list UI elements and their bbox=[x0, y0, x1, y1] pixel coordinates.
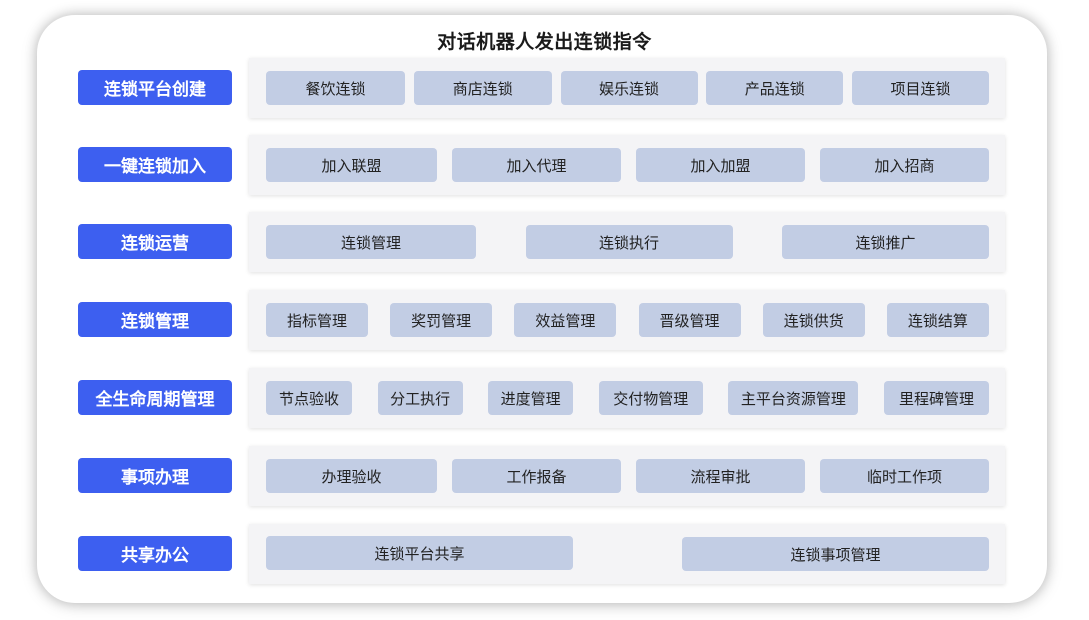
row-affairs: 事项办理 办理验收 工作报备 流程审批 临时工作项 bbox=[0, 446, 1089, 506]
chip[interactable]: 加入招商 bbox=[820, 148, 989, 182]
row-platform-create: 连锁平台创建 餐饮连锁 商店连锁 娱乐连锁 产品连锁 项目连锁 bbox=[0, 58, 1089, 118]
row-items: 餐饮连锁 商店连锁 娱乐连锁 产品连锁 项目连锁 bbox=[266, 71, 989, 105]
chip[interactable]: 产品连锁 bbox=[706, 71, 844, 105]
chip[interactable]: 娱乐连锁 bbox=[560, 71, 698, 105]
row-panel bbox=[249, 290, 1005, 350]
row-label: 事项办理 bbox=[78, 458, 232, 493]
chip[interactable]: 加入加盟 bbox=[636, 148, 805, 182]
chip[interactable]: 加入联盟 bbox=[266, 148, 437, 182]
chip[interactable]: 节点验收 bbox=[266, 381, 352, 415]
chip[interactable]: 指标管理 bbox=[266, 303, 368, 337]
row-label: 全生命周期管理 bbox=[78, 380, 232, 415]
chip[interactable]: 连锁推广 bbox=[782, 225, 989, 259]
chip[interactable]: 交付物管理 bbox=[598, 381, 703, 415]
row-one-click-join: 一键连锁加入 加入联盟 加入代理 加入加盟 加入招商 bbox=[0, 135, 1089, 195]
row-items: 连锁平台共享 连锁事项管理 bbox=[266, 536, 989, 571]
chip[interactable]: 进度管理 bbox=[488, 381, 574, 415]
row-items: 加入联盟 加入代理 加入加盟 加入招商 bbox=[266, 148, 989, 182]
row-label: 一键连锁加入 bbox=[78, 147, 232, 182]
row-management: 连锁管理 指标管理 奖罚管理 效益管理 晋级管理 连锁供货 连锁结算 bbox=[0, 290, 1089, 350]
row-items: 连锁管理 连锁执行 连锁推广 bbox=[266, 225, 989, 259]
chip[interactable]: 连锁平台共享 bbox=[266, 536, 573, 570]
chip[interactable]: 效益管理 bbox=[514, 303, 617, 337]
chip[interactable]: 分工执行 bbox=[377, 381, 463, 415]
chip[interactable]: 工作报备 bbox=[452, 459, 621, 493]
chip[interactable]: 奖罚管理 bbox=[390, 303, 493, 337]
chip[interactable]: 商店连锁 bbox=[413, 71, 552, 105]
row-label: 共享办公 bbox=[78, 536, 232, 571]
chip[interactable]: 连锁管理 bbox=[266, 225, 476, 259]
chip[interactable]: 连锁事项管理 bbox=[682, 537, 989, 571]
chip[interactable]: 主平台资源管理 bbox=[728, 381, 859, 415]
row-label: 连锁运营 bbox=[78, 224, 232, 259]
row-items: 指标管理 奖罚管理 效益管理 晋级管理 连锁供货 连锁结算 bbox=[266, 303, 989, 337]
row-shared-office: 共享办公 连锁平台共享 连锁事项管理 bbox=[0, 524, 1089, 584]
row-items: 办理验收 工作报备 流程审批 临时工作项 bbox=[266, 459, 989, 493]
chip[interactable]: 里程碑管理 bbox=[883, 381, 989, 415]
chip[interactable]: 连锁供货 bbox=[762, 303, 865, 337]
row-label: 连锁管理 bbox=[78, 302, 232, 337]
diagram-title: 对话机器人发出连锁指令 bbox=[437, 31, 652, 53]
row-lifecycle: 全生命周期管理 节点验收 分工执行 进度管理 交付物管理 主平台资源管理 里程碑… bbox=[0, 368, 1089, 428]
chip[interactable]: 办理验收 bbox=[266, 459, 437, 493]
chip[interactable]: 项目连锁 bbox=[852, 71, 989, 105]
row-label: 连锁平台创建 bbox=[78, 70, 232, 105]
chip[interactable]: 流程审批 bbox=[636, 459, 805, 493]
row-operation: 连锁运营 连锁管理 连锁执行 连锁推广 bbox=[0, 212, 1089, 272]
chip[interactable]: 连锁结算 bbox=[886, 303, 989, 337]
chip[interactable]: 晋级管理 bbox=[638, 303, 741, 337]
chip[interactable]: 临时工作项 bbox=[820, 459, 989, 493]
chip[interactable]: 加入代理 bbox=[452, 148, 621, 182]
row-items: 节点验收 分工执行 进度管理 交付物管理 主平台资源管理 里程碑管理 bbox=[266, 381, 989, 415]
chip[interactable]: 餐饮连锁 bbox=[266, 71, 405, 105]
chip[interactable]: 连锁执行 bbox=[525, 225, 733, 259]
